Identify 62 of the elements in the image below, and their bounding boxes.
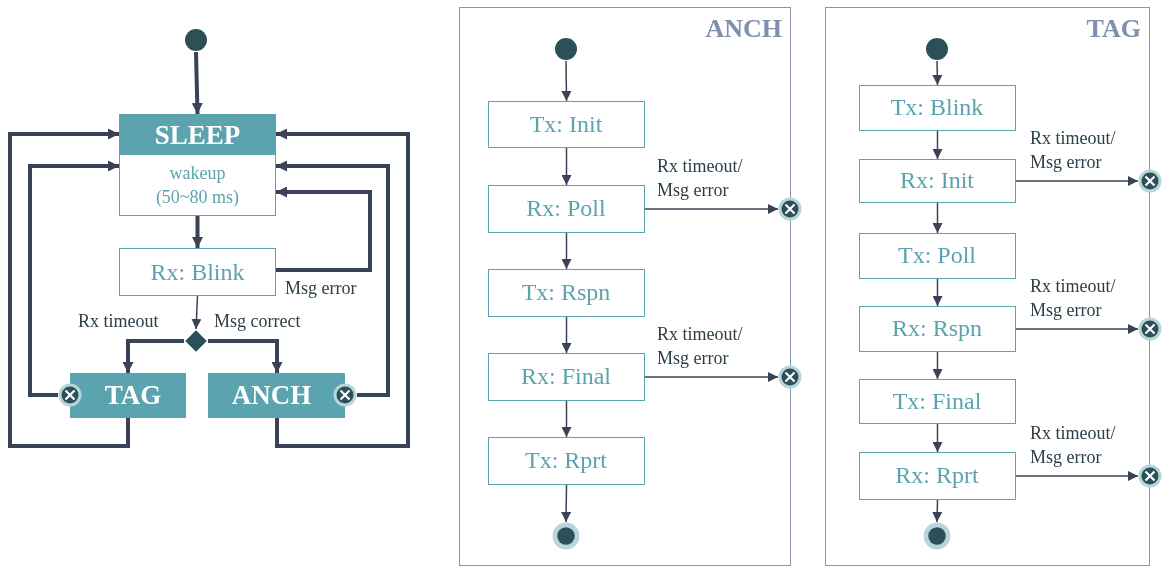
state-box: Tx: Init	[487, 100, 645, 148]
state-box: Tx: Rprt	[487, 436, 645, 485]
arrow	[8, 128, 130, 448]
state-box: Rx: Final	[487, 352, 645, 401]
arrow	[122, 339, 184, 373]
state-box	[119, 114, 276, 216]
arrow	[644, 372, 779, 382]
arrow	[932, 278, 943, 307]
arrow	[191, 295, 202, 330]
swimlane-panel	[459, 7, 791, 566]
final-state	[922, 521, 951, 550]
state-box: Rx: Init	[858, 158, 1016, 203]
state-box: Tx: Final	[858, 378, 1016, 424]
arrow	[276, 186, 372, 272]
panel-title: ANCH	[705, 14, 782, 44]
exit-point	[1138, 169, 1162, 193]
arrow	[561, 60, 572, 102]
state-box: Rx: Rspn	[858, 305, 1016, 352]
initial-state	[184, 28, 208, 52]
arrow	[932, 423, 943, 453]
state-box: Tx: Rspn	[487, 268, 645, 317]
state-box: ANCH	[208, 373, 345, 418]
state-title: SLEEP	[120, 115, 275, 155]
state-box: Rx: Blink	[119, 248, 276, 296]
arrow	[192, 216, 203, 248]
arrow	[191, 51, 203, 115]
arrow	[1015, 176, 1139, 186]
initial-state	[924, 36, 949, 61]
decision-diamond	[184, 329, 208, 353]
state-box: Rx: Poll	[487, 184, 645, 233]
arrow	[208, 339, 283, 373]
arrow	[1015, 324, 1139, 334]
arrow	[28, 160, 119, 397]
arrow	[1015, 471, 1139, 481]
exit-point	[1138, 464, 1162, 488]
arrow	[932, 499, 943, 523]
exit-point	[778, 365, 802, 389]
exit-point	[333, 383, 357, 407]
arrow	[276, 160, 390, 397]
arrow	[561, 400, 572, 438]
state-box: Rx: Rprt	[858, 451, 1016, 500]
arrow	[932, 60, 943, 86]
swimlane-panel	[825, 7, 1150, 566]
arrow	[275, 128, 410, 448]
state-box: Tx: Poll	[858, 232, 1016, 279]
exit-point	[1138, 317, 1162, 341]
final-state	[551, 521, 580, 550]
arrow	[561, 316, 572, 354]
arrow	[932, 130, 943, 160]
arrow	[932, 351, 943, 380]
panel-title: TAG	[1086, 14, 1141, 44]
exit-point	[58, 383, 82, 407]
exit-point	[778, 197, 802, 221]
arrow	[561, 484, 572, 523]
arrow	[561, 232, 572, 270]
arrow	[644, 204, 779, 214]
initial-state	[553, 36, 578, 61]
arrow	[932, 202, 943, 234]
state-description: wakeup (50~80 ms)	[154, 162, 241, 209]
arrow	[561, 147, 572, 186]
state-box: Tx: Blink	[858, 84, 1016, 131]
state-box: TAG	[70, 373, 186, 418]
